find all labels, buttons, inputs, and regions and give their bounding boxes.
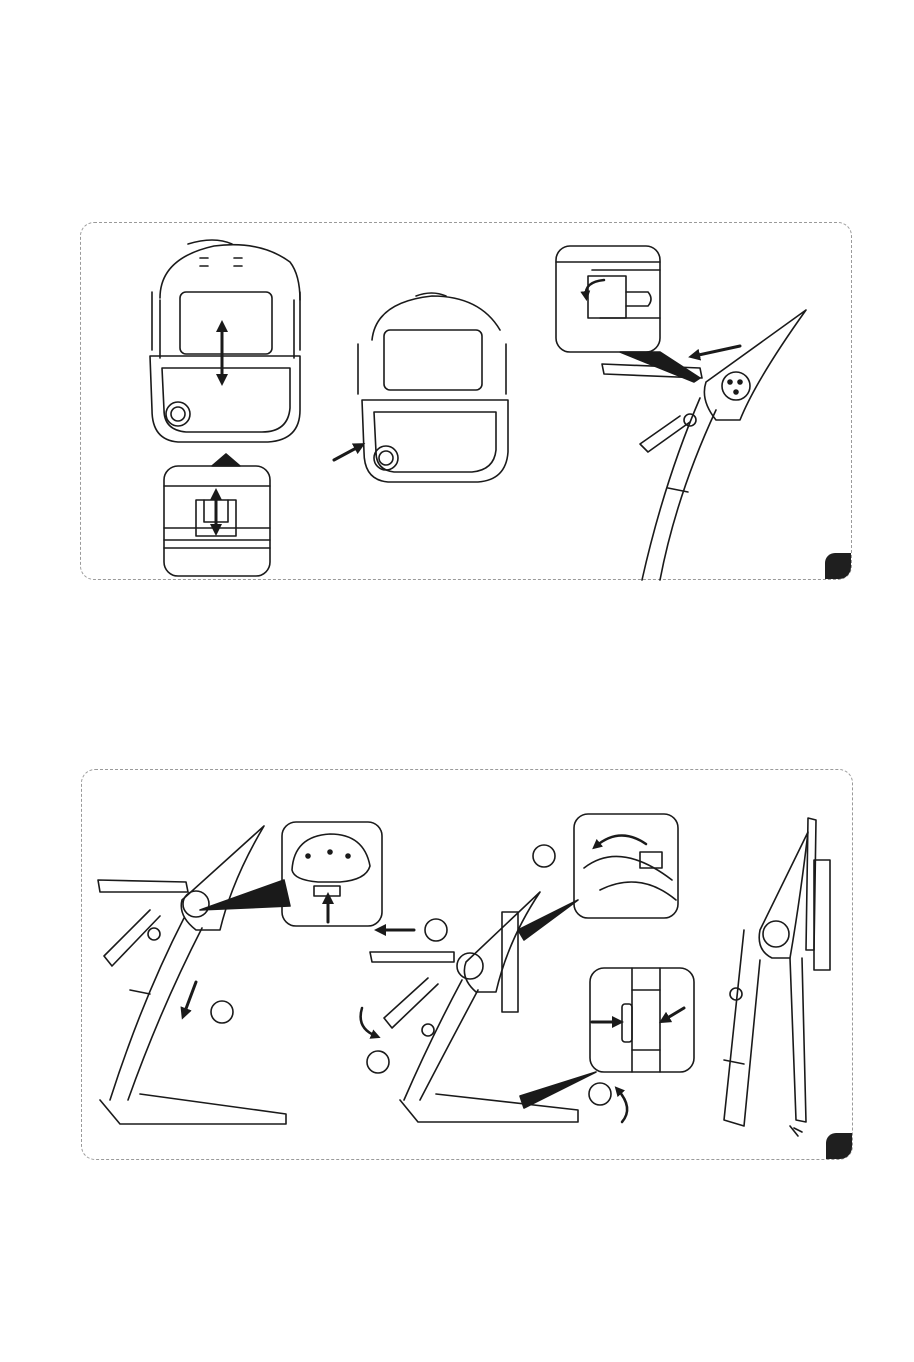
instruction-panel-2 — [81, 769, 853, 1160]
step-number-tab — [825, 553, 851, 579]
instruction-panel-1 — [80, 222, 852, 580]
step-number-tab — [826, 1133, 852, 1159]
